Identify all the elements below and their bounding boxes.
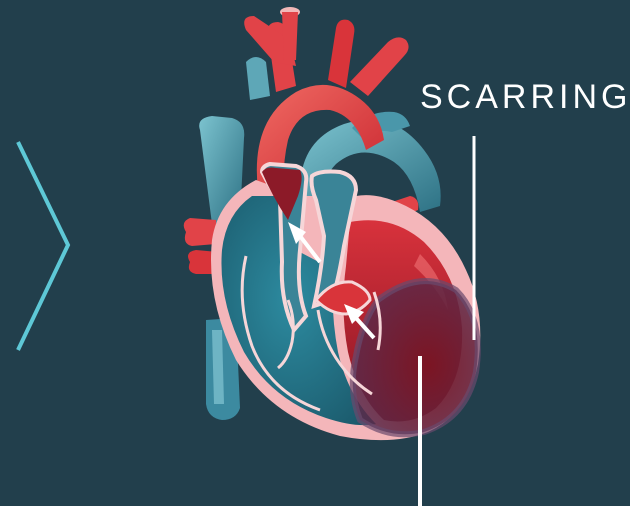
scarring-label: SCARRING xyxy=(420,78,630,117)
chevron-right-icon[interactable] xyxy=(18,142,68,350)
